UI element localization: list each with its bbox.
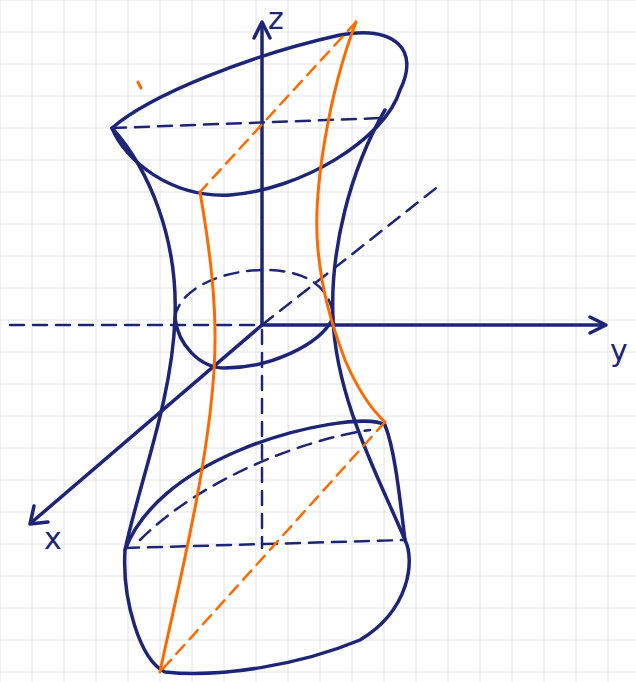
- grid-line: [0, 416, 636, 417]
- grid-line: [384, 0, 385, 682]
- grid-line: [352, 0, 353, 682]
- axis-arrow: [30, 506, 48, 524]
- grid-line: [0, 320, 636, 321]
- axis-label: y: [610, 336, 628, 366]
- axis-label: x: [44, 524, 62, 554]
- bottom-back: [140, 430, 370, 540]
- grid-line: [0, 352, 636, 353]
- grid-line: [288, 0, 289, 682]
- grid-line: [320, 0, 321, 682]
- grid-line: [0, 288, 636, 289]
- grid-line: [448, 0, 449, 682]
- grid-line: [192, 0, 193, 682]
- hyperboloid-outline: [30, 22, 606, 673]
- grid-line: [256, 0, 257, 682]
- top-ellipse: [112, 33, 407, 195]
- grid-line: [128, 0, 129, 682]
- dashed-axis: [10, 324, 262, 327]
- grid-line: [0, 64, 636, 65]
- grid-line: [0, 448, 636, 449]
- grid-line: [0, 672, 636, 673]
- grid-line: [608, 0, 609, 682]
- z-axis: [260, 24, 264, 325]
- dashed-axis: [262, 185, 440, 325]
- ruling-dashed: [200, 22, 356, 192]
- axis-arrow: [254, 22, 270, 38]
- grid-line: [0, 32, 636, 33]
- grid-line: [32, 0, 33, 682]
- ruling-lines: [138, 22, 385, 672]
- dashed-diameter: [125, 540, 405, 548]
- grid-line: [512, 0, 513, 682]
- grid-line: [0, 608, 636, 609]
- side-curve: [112, 128, 175, 550]
- grid-line: [0, 480, 636, 481]
- grid-line: [0, 160, 636, 161]
- ruling-line: [160, 192, 215, 672]
- grid-line: [224, 0, 225, 682]
- side-curve: [333, 110, 405, 540]
- grid-line: [544, 0, 545, 682]
- dashed-axis: [261, 330, 264, 548]
- grid-line: [0, 96, 636, 97]
- x-axis: [32, 325, 262, 522]
- grid-line: [160, 0, 161, 682]
- ink-mark: [138, 82, 141, 88]
- waist-back: [175, 270, 333, 318]
- dashed-diameter: [112, 118, 382, 128]
- ruling-hidden: [160, 22, 385, 672]
- ruling-line: [317, 22, 385, 422]
- grid-line: [0, 576, 636, 577]
- grid-line: [0, 128, 636, 129]
- grid-line: [0, 512, 636, 513]
- grid-line: [64, 0, 65, 682]
- grid-line: [0, 640, 636, 641]
- grid-line: [416, 0, 417, 682]
- grid-line: [0, 384, 636, 385]
- axis-arrow: [590, 317, 606, 333]
- grid-line: [0, 0, 1, 682]
- grid-line: [0, 0, 636, 1]
- grid-line: [576, 0, 577, 682]
- axis-label: z: [268, 4, 284, 34]
- y-axis: [262, 323, 604, 327]
- grid-line: [96, 0, 97, 682]
- grid-line: [480, 0, 481, 682]
- hidden-lines: [10, 118, 440, 548]
- ruling-dashed: [160, 422, 385, 672]
